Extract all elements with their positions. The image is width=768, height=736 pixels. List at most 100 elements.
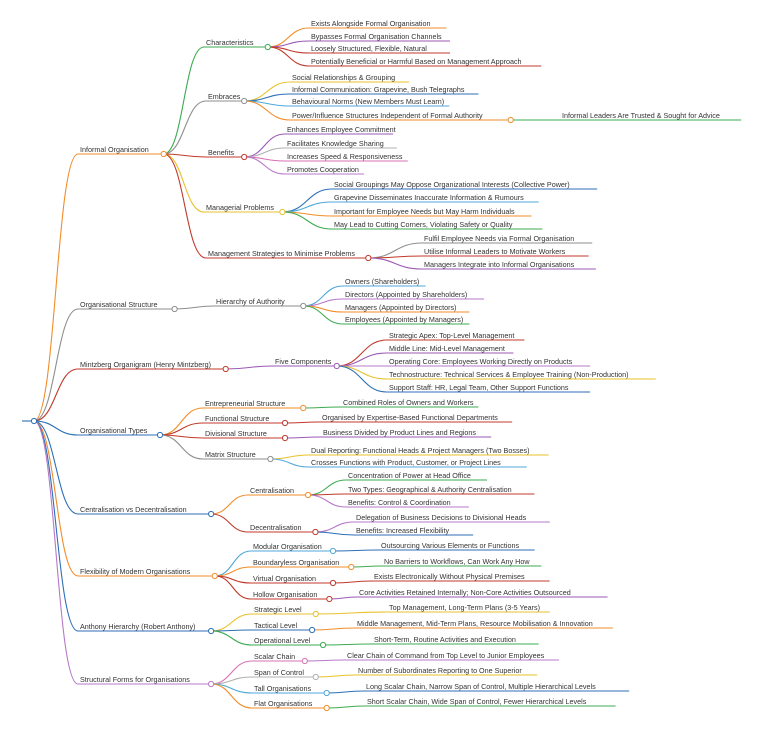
node-toggle[interactable]: [279, 208, 286, 216]
detail-label: Directors (Appointed by Shareholders): [345, 290, 467, 299]
branch-label: Centralisation vs Decentralisation: [80, 505, 187, 514]
node-toggle[interactable]: [329, 579, 337, 587]
subtopic-edge: [211, 613, 253, 632]
detail-edge: [267, 46, 310, 67]
branch-edge: [33, 368, 79, 422]
node-toggle[interactable]: [326, 595, 333, 603]
node-toggle[interactable]: [264, 43, 271, 51]
subtopic-edge: [159, 422, 204, 436]
node-toggle[interactable]: [329, 547, 337, 555]
detail-label: Operating Core: Employees Working Direct…: [389, 357, 573, 366]
node-toggle[interactable]: [208, 680, 215, 688]
detail-edge: [336, 365, 388, 393]
branch-edge: [33, 420, 79, 436]
detail-edge: [244, 100, 291, 121]
detail-label: Two Types: Geographical & Authority Cent…: [348, 485, 512, 494]
subtopic-edge: [211, 683, 253, 709]
branch-label: Anthony Hierarchy (Robert Anthony): [80, 622, 195, 631]
detail-label: Loosely Structured, Flexible, Natural: [311, 44, 427, 53]
node-toggle[interactable]: [281, 419, 289, 427]
branch-edge: [33, 420, 79, 685]
node-toggle[interactable]: [305, 491, 312, 499]
detail-label: Social Relationships & Grouping: [292, 73, 395, 82]
subtopic-label: Tall Organisations: [254, 684, 312, 693]
node-toggle[interactable]: [156, 431, 164, 439]
subtopic-edge: [163, 153, 207, 259]
node-toggle[interactable]: [300, 302, 307, 310]
node-toggle[interactable]: [312, 528, 319, 536]
root-node[interactable]: [30, 417, 38, 425]
node-toggle[interactable]: [323, 689, 330, 697]
detail-edge: [270, 454, 310, 460]
detail-label: Middle Line: Mid-Level Management: [389, 344, 505, 353]
subtopic-edge: [163, 153, 205, 213]
detail-label: Managers Integrate into Informal Organis…: [424, 260, 575, 269]
detail-label: Combined Roles of Owners and Workers: [343, 398, 474, 407]
subtopic-label: Scalar Chain: [254, 652, 295, 661]
node-toggle[interactable]: [267, 455, 274, 463]
detail-edge: [332, 580, 373, 584]
node-toggle[interactable]: [333, 362, 340, 370]
branch-edge: [33, 420, 79, 515]
node-toggle[interactable]: [281, 434, 289, 442]
detail-label: Short-Term, Routine Activities and Execu…: [374, 635, 516, 644]
node-toggle[interactable]: [323, 704, 330, 712]
detail-label: Employees (Appointed by Managers): [345, 315, 463, 324]
subtopic-edge: [225, 365, 274, 370]
detail-edge: [336, 365, 388, 380]
detail-label: Core Activities Retained Internally; Non…: [359, 588, 571, 597]
subtopic-label: Management Strategies to Minimise Proble…: [208, 249, 355, 258]
detail-label: Technostructure: Technical Services & Em…: [389, 370, 629, 379]
node-toggle[interactable]: [160, 150, 167, 158]
subtopic-label: Matrix Structure: [205, 450, 256, 459]
subtopic-label: Span of Control: [254, 668, 304, 677]
detail-label: Outsourcing Various Elements or Function…: [381, 541, 519, 550]
node-toggle[interactable]: [312, 673, 319, 681]
node-toggle[interactable]: [208, 510, 215, 518]
subtopic-edge: [163, 46, 205, 155]
node-toggle[interactable]: [365, 254, 372, 262]
subtopic-label: Centralisation: [250, 486, 294, 495]
subtopic-label: Functional Structure: [205, 414, 269, 423]
detail-label: Behavioural Norms (New Members Must Lear…: [292, 97, 444, 106]
detail-label: Benefits: Control & Coordination: [348, 498, 451, 507]
node-toggle[interactable]: [319, 641, 327, 649]
subtopic-label: Operational Level: [254, 636, 311, 645]
detail-label: Exists Alongside Formal Organisation: [311, 19, 430, 28]
node-toggle[interactable]: [507, 116, 514, 124]
detail-edge: [332, 549, 380, 552]
subtopic-label: Benefits: [208, 148, 234, 157]
branch-edge: [33, 308, 79, 422]
node-toggle[interactable]: [309, 626, 316, 634]
detail-label: Clear Chain of Command from Top Level to…: [347, 651, 545, 660]
detail-edge: [315, 611, 388, 615]
detail-label: Organised by Expertise-Based Functional …: [322, 413, 498, 422]
detail-label: Short Scalar Chain, Wide Span of Control…: [367, 697, 587, 706]
detail-edge: [284, 436, 322, 439]
detail-edge: [304, 659, 346, 662]
branch-label: Informal Organisation: [80, 145, 149, 154]
subtopic-label: Tactical Level: [254, 621, 298, 630]
node-toggle[interactable]: [171, 305, 178, 313]
node-toggle[interactable]: [241, 97, 248, 105]
branch-label: Mintzberg Organigram (Henry Mintzberg): [80, 360, 211, 369]
detail-edge: [368, 257, 423, 270]
detail-label: Power/Influence Structures Independent o…: [292, 111, 483, 120]
detail-edge: [244, 81, 291, 102]
node-toggle[interactable]: [301, 657, 308, 665]
subtopic-edge: [159, 407, 204, 436]
detail-edge: [284, 421, 321, 424]
node-toggle[interactable]: [300, 404, 307, 412]
node-toggle[interactable]: [348, 563, 355, 571]
node-toggle[interactable]: [208, 627, 215, 635]
node-toggle[interactable]: [211, 572, 218, 580]
subtopic-edge: [163, 100, 207, 155]
node-toggle[interactable]: [312, 610, 319, 618]
detail-label: Long Scalar Chain, Narrow Span of Contro…: [366, 682, 596, 691]
subtopic-edge: [163, 153, 207, 158]
branch-label: Flexibility of Modern Organisations: [80, 567, 191, 576]
node-toggle[interactable]: [222, 365, 229, 373]
detail-edge: [336, 352, 388, 367]
node-toggle[interactable]: [241, 153, 248, 161]
detail-edge: [326, 705, 366, 709]
